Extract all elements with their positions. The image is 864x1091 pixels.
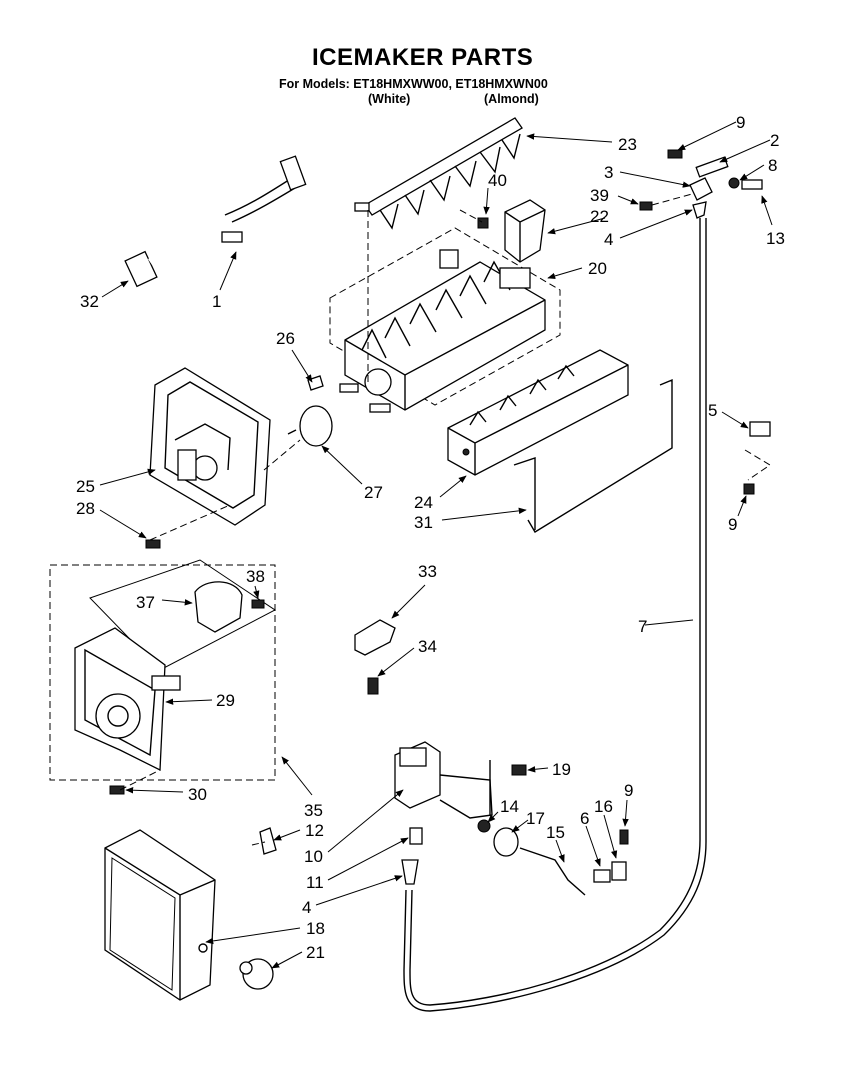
label-part-15: 15 [546,823,565,842]
label-part-10: 10 [304,847,323,866]
label-part-38: 38 [246,567,265,586]
screw-38 [251,599,265,609]
water-tube-7 [403,218,707,1012]
label-part-35: 35 [304,801,323,820]
label-part-33: 33 [418,562,437,581]
label-part-12: 12 [305,821,324,840]
label-part-7: 7 [638,617,647,636]
screw-9-right [743,483,755,495]
variant-almond: (Almond) [484,92,539,106]
label-part-11: 11 [306,873,324,892]
wire-nut-12 [259,827,277,855]
label-part-9-right: 9 [728,515,737,534]
motor-37 [194,581,243,633]
label-part-9-top: 9 [736,113,745,132]
clamp-16 [611,861,627,881]
label-part-13: 13 [766,229,785,248]
leader-arrows [99,121,773,969]
label-part-4-bottom: 4 [302,898,311,917]
dashed-connectors [119,193,771,846]
control-housing [149,367,271,526]
fitting-6 [593,869,611,883]
variant-white: (White) [368,92,411,106]
shutoff-arm [513,378,673,533]
screw-28 [145,539,161,549]
screw-40 [477,217,489,229]
label-part-32: 32 [80,292,99,311]
label-part-23: 23 [618,135,637,154]
label-part-30: 30 [188,785,207,804]
label-part-9-bottom: 9 [624,781,633,800]
screw-30 [109,785,125,795]
knob-21 [239,958,274,990]
inlet-fitting [639,149,763,219]
label-part-14: 14 [500,797,519,816]
screw-19 [511,764,527,776]
label-part-1: 1 [212,292,221,311]
label-part-29: 29 [216,691,235,710]
page-title: ICEMAKER PARTS [312,44,534,71]
label-part-16: 16 [594,797,613,816]
ejector-blade [354,117,523,230]
label-part-39: 39 [590,186,609,205]
fitting-11 [409,827,423,845]
label-part-2: 2 [770,131,779,150]
connector-17 [493,827,519,857]
label-part-3: 3 [604,163,613,182]
bracket-33 [354,619,396,656]
screw-9-bottom [619,829,629,845]
label-part-20: 20 [588,259,607,278]
fitting-4-bottom [401,859,419,885]
shutoff-motor-27 [287,405,333,447]
screw-34 [367,677,379,695]
label-part-19: 19 [552,760,571,779]
label-part-17: 17 [526,809,545,828]
models-line: For Models: ET18HMXWW00, ET18HMXWN00 [279,77,548,91]
water-valve [394,741,493,819]
diagram-header: ICEMAKER PARTS For Models: ET18HMXWW00, … [0,0,864,110]
label-part-31: 31 [414,513,433,532]
front-cover [447,349,629,476]
clip-5 [749,421,771,437]
part-labels: 32 1 23 40 22 20 26 27 25 28 24 31 33 34… [76,113,785,962]
label-part-21: 21 [306,943,325,962]
label-part-18: 18 [306,919,325,938]
tube-15 [519,847,586,896]
grommet-14 [477,819,491,833]
label-part-6: 6 [580,809,589,828]
label-part-34: 34 [418,637,437,656]
module-assembly-box [49,559,276,781]
icemaker-mold [329,227,561,413]
label-part-37: 37 [136,593,155,612]
label-part-27: 27 [364,483,383,502]
label-part-25: 25 [76,477,95,496]
lever-26 [307,375,324,391]
label-part-5: 5 [708,401,717,420]
valve-cover [104,829,216,1001]
fill-cup [504,199,546,263]
label-part-4-top: 4 [604,230,613,249]
label-part-24: 24 [414,493,433,512]
label-part-22: 22 [590,207,609,226]
wire-harness [124,155,307,288]
label-part-26: 26 [276,329,295,348]
label-part-28: 28 [76,499,95,518]
label-part-40: 40 [488,171,507,190]
label-part-8: 8 [768,156,777,175]
